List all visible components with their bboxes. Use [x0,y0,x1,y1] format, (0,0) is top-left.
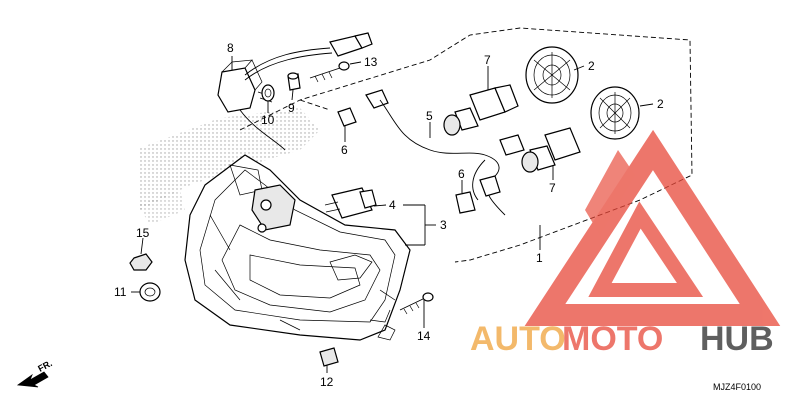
position-bulb-lower [455,191,476,214]
watermark-logo [524,129,781,326]
callout-1: 1 [536,251,543,265]
callout-10: 10 [261,113,275,127]
front-direction-arrow-icon [16,371,49,388]
callout-3: 3 [440,218,447,232]
rubber-mount [139,282,161,302]
watermark-moto: MOTO [562,320,663,358]
grommet [261,84,275,102]
callout-7a: 7 [484,53,491,67]
headlight-housing [184,154,411,341]
callout-4: 4 [389,198,396,212]
clip [319,347,339,367]
callout-15: 15 [136,226,150,240]
callout-6a: 6 [341,143,348,157]
callout-5: 5 [426,109,433,123]
fairing-dotted-area [140,108,320,210]
watermark-auto: AUTO [470,320,566,358]
callout-2b: 2 [657,97,664,111]
callout-12: 12 [320,375,334,389]
headlight-bulb-upper [443,84,519,136]
tapping-screw [399,292,434,315]
callout-2a: 2 [588,59,595,73]
screw [309,61,350,83]
collar [287,72,301,91]
dust-cover-lower [590,86,640,140]
assembly-boundary [239,27,693,263]
direction-label: FR. [36,358,53,374]
watermark-triangle-core [585,150,635,235]
callout-11: 11 [114,285,127,299]
headlight-bulb-lower [521,127,581,173]
callout-6b: 6 [458,167,465,181]
diagram-code: MJZ4F0100 [713,382,761,392]
callout-9: 9 [288,101,295,115]
leader-lines [131,56,654,373]
callout-13: 13 [364,55,378,69]
callout-8: 8 [227,41,234,55]
position-bulb-socket [337,89,486,156]
assembly-boundary-left [299,99,331,111]
wire-sub-harness [217,32,373,151]
callout-14: 14 [417,329,431,343]
headlight-sub-harness [472,134,525,216]
watermark-hub: HUB [700,320,774,358]
fairing-dotted-edge [138,190,185,225]
callout-7b: 7 [549,181,556,195]
nut [129,253,153,271]
watermark-triangle-inner [588,201,704,297]
dust-cover-upper [525,46,579,104]
headlight-adjuster [324,187,377,219]
